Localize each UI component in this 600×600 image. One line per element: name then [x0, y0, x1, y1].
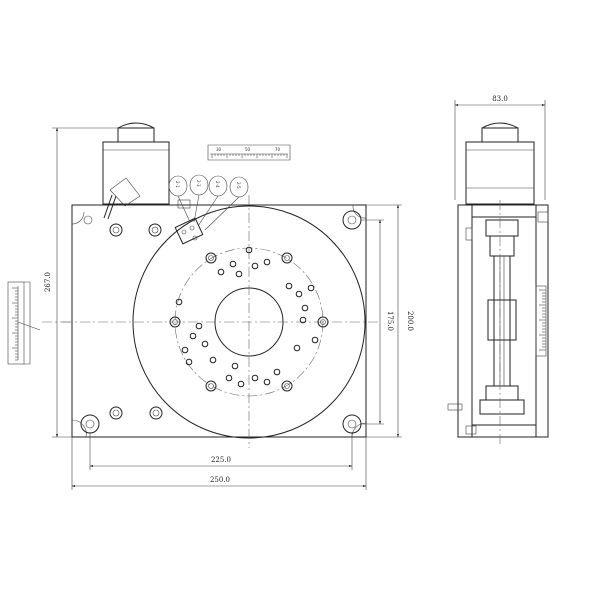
- dim-side-width: 83.0: [492, 95, 508, 103]
- table-hole-small: [195, 322, 203, 330]
- top-scale-label-2: 50: [245, 147, 251, 152]
- table-hole-small: [251, 262, 259, 270]
- bubble-label-1: 2-1: [175, 181, 180, 188]
- dim-body-height: 200.0: [406, 311, 414, 331]
- dim-mounting-height: 175.0: [386, 311, 394, 331]
- table-hole-small: [209, 356, 217, 364]
- table-hole-small: [299, 316, 307, 324]
- limit-switch: [174, 217, 204, 245]
- table-hole-large: [317, 316, 329, 328]
- table-hole-small: [229, 260, 237, 268]
- table-hole-small: [189, 332, 197, 340]
- bubble-label-4: 2-5: [236, 182, 241, 189]
- table-hole-large: [205, 252, 217, 264]
- table-hole-small: [263, 378, 271, 386]
- top-scale: 30 50 70: [207, 144, 291, 161]
- table-hole-small: [301, 304, 309, 312]
- table-hole-small: [293, 344, 301, 352]
- front-motor: [102, 122, 191, 220]
- table-hole-small: [231, 362, 239, 370]
- table-hole-small: [273, 368, 281, 376]
- table-hole-small: [185, 358, 193, 366]
- table-hole-small: [225, 374, 233, 382]
- table-holes: [169, 246, 329, 392]
- dim-mounting-width: 225.0: [211, 456, 231, 464]
- table-hole-small: [285, 282, 293, 290]
- table-hole-small: [295, 290, 303, 298]
- table-hole-small: [237, 380, 245, 388]
- table-hole-small: [175, 298, 183, 306]
- front-body-outline: [71, 204, 367, 438]
- table-hole-small: [217, 268, 225, 276]
- table-hole-large: [205, 380, 217, 392]
- table-hole-small: [251, 374, 259, 382]
- dim-outer-height: 267.0: [44, 272, 52, 292]
- table-hole-small: [307, 284, 315, 292]
- table-hole-small: [201, 340, 209, 348]
- table-hole-small: [235, 270, 243, 278]
- table-hole-small: [263, 258, 271, 266]
- table-hole-large: [281, 252, 293, 264]
- table-hole-small: [181, 346, 189, 354]
- top-scale-label-3: 70: [275, 147, 281, 152]
- table-hole-large: [281, 380, 293, 392]
- front-view: 30 50 70 2-1 2-3 2-4 2-5: [7, 122, 378, 448]
- front-dimensions: 267.0 200.0 175.0 225.0 250.0: [44, 127, 414, 490]
- dim-total-width: 250.0: [210, 476, 230, 484]
- callout-bubbles: 2-1 2-3 2-4 2-5: [168, 174, 249, 231]
- left-scale: [7, 281, 41, 365]
- table-hole-small: [311, 336, 319, 344]
- counterbored-holes: [109, 223, 163, 420]
- side-view: 83.0: [447, 95, 549, 445]
- top-scale-label-1: 30: [216, 147, 222, 152]
- table-hole-small: [245, 246, 253, 254]
- bubble-label-2: 2-3: [196, 180, 201, 187]
- table-hole-large: [169, 316, 181, 328]
- bubble-label-3: 2-4: [215, 181, 220, 188]
